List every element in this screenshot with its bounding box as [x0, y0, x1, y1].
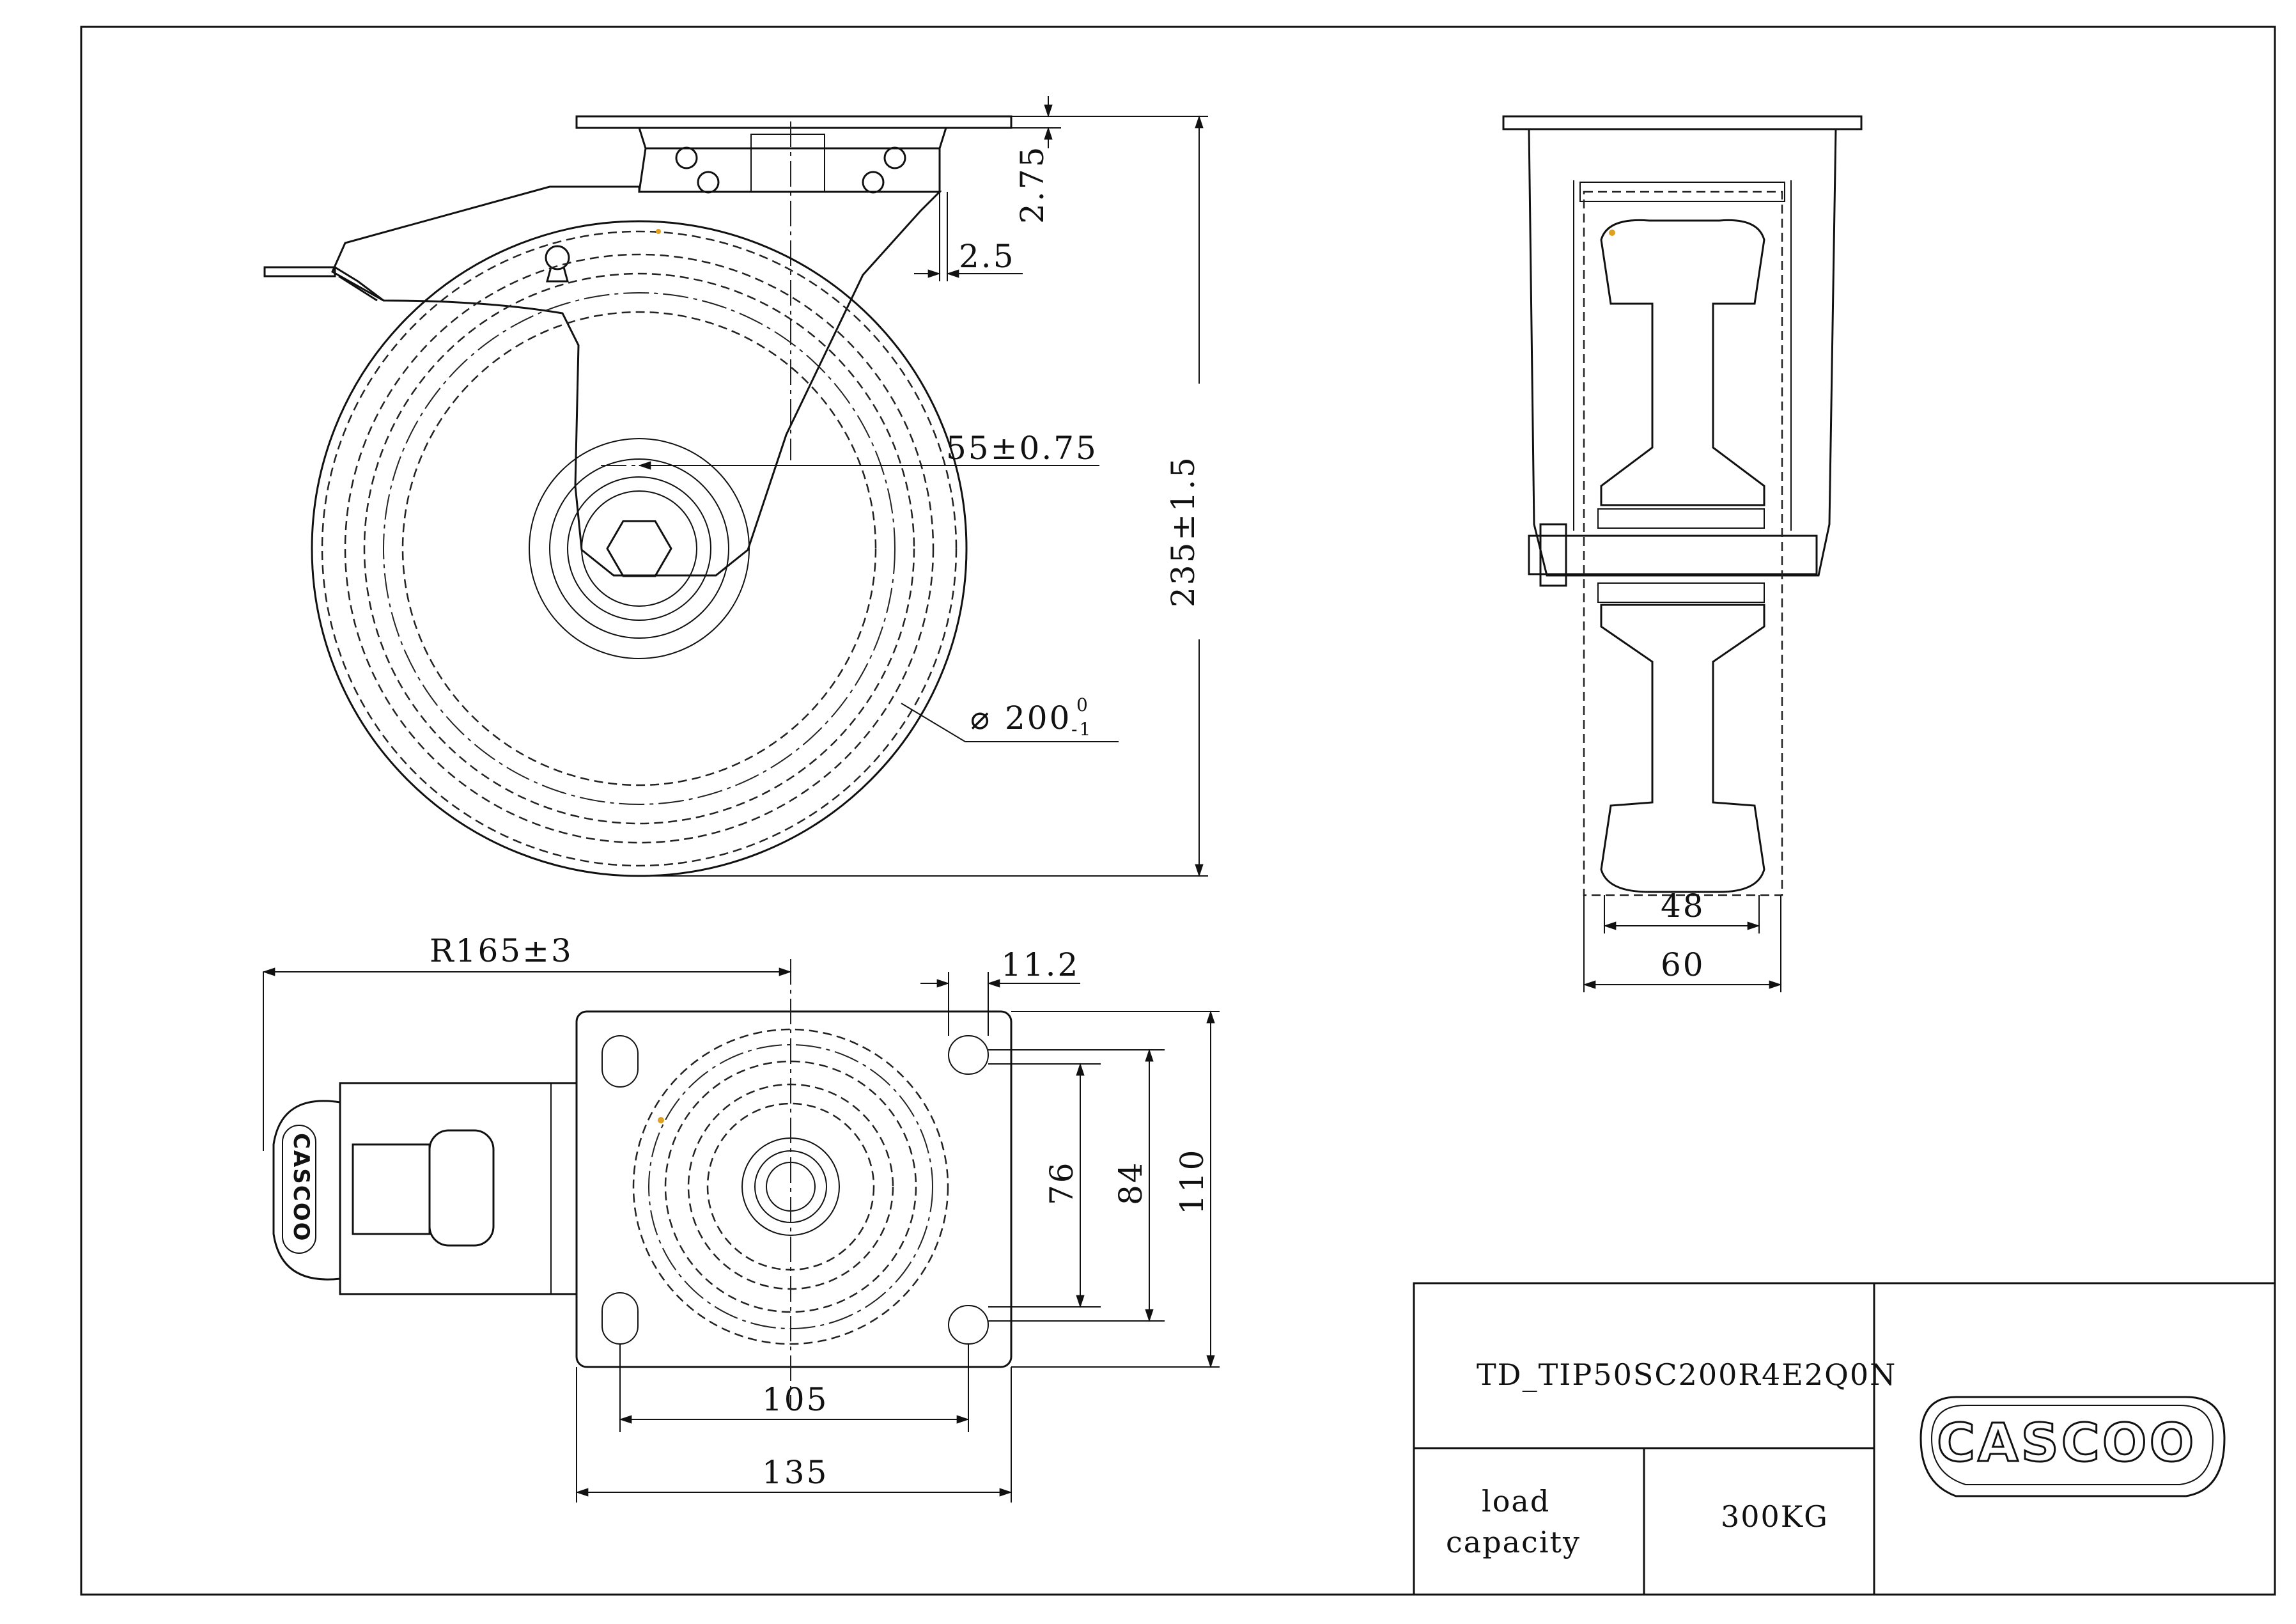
dim-11-2: 11.2: [1001, 946, 1080, 983]
dim-r165: R165±3: [430, 932, 573, 969]
brake-pedal: [263, 266, 336, 277]
dim-60: 60: [1661, 946, 1705, 983]
fork-body: [331, 185, 942, 577]
dim-dia-main: 200: [1005, 699, 1071, 737]
company-logo: CASCOO: [1920, 1396, 2226, 1497]
dim-76: 76: [1043, 1160, 1080, 1205]
front-axle: [1528, 535, 1818, 575]
load-value: 300KG: [1721, 1499, 1829, 1534]
dim-dia-upper: 0: [1076, 694, 1090, 715]
dim-235: 235±1.5: [1165, 455, 1202, 607]
dim-110: 110: [1174, 1148, 1211, 1215]
dim-55: 55±0.75: [946, 430, 1098, 467]
drawing-border: [80, 26, 2276, 1596]
dim-2-5: 2.5: [959, 238, 1016, 275]
top-view: CASCOO R165±3 11.2 76 84 110 10: [262, 932, 1220, 1503]
dim-dia-symbol: ⌀: [970, 699, 991, 737]
title-block: TD_TIP50SC200R4E2Q0N load capacity 300KG…: [1413, 1282, 2276, 1596]
axle-nut: [606, 520, 672, 577]
load-label-line2: capacity: [1446, 1525, 1581, 1559]
top-plate: [575, 115, 1012, 129]
logo-text: CASCOO: [1937, 1413, 2196, 1474]
side-view: 2.75 2.5 55±0.75 235±1.5 ⌀ 200 0 -1: [263, 96, 1208, 877]
brake-housing: [339, 1082, 578, 1295]
brake-logo-text: CASCOO: [288, 1133, 314, 1242]
dim-105: 105: [762, 1381, 828, 1418]
model-number: TD_TIP50SC200R4E2Q0N: [1477, 1357, 1897, 1392]
load-label-line1: load: [1482, 1484, 1550, 1519]
dim-84: 84: [1112, 1160, 1149, 1205]
mounting-plate: [575, 1010, 1012, 1368]
dim-2-75: 2.75: [1014, 145, 1051, 224]
wheel-outer: [311, 220, 968, 877]
dim-135: 135: [762, 1454, 828, 1491]
front-top-plate: [1502, 115, 1863, 130]
brake-logo-plate: [282, 1125, 316, 1254]
dim-dia-lower: -1: [1071, 719, 1092, 740]
front-view: 48 60: [1502, 115, 1863, 992]
dim-48: 48: [1661, 887, 1705, 925]
